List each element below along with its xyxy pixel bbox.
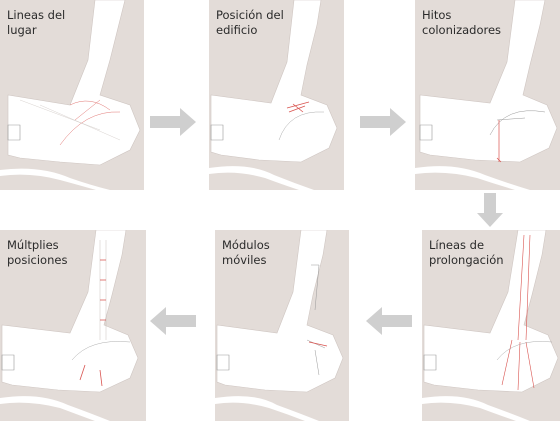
panel-title: Lineas del lugar	[7, 8, 66, 37]
arrow-left-icon	[366, 307, 412, 335]
panel-title: Hitos colonizadores	[422, 8, 502, 37]
panel-modulos-moviles: Módulos móviles	[215, 230, 349, 421]
arrow-right-icon	[150, 108, 196, 136]
arrow-down-icon	[477, 193, 503, 227]
panel-title: Líneas de prolongación	[429, 238, 504, 267]
site-map-multiples	[0, 230, 139, 421]
panel-lineas-del-lugar: Lineas del lugar	[0, 0, 144, 190]
site-map-prolongacion	[422, 230, 559, 421]
site-map-modulos	[215, 230, 344, 421]
panel-title: Posición del edificio	[216, 8, 284, 37]
panel-posicion-del-edificio: Posición del edificio	[209, 0, 344, 190]
site-map-hitos	[415, 0, 558, 190]
panel-multiples-posiciones: Múltplies posiciones	[0, 230, 146, 421]
panel-lineas-de-prolongacion: Líneas de prolongación	[422, 230, 560, 421]
panel-hitos-colonizadores: Hitos colonizadores	[415, 0, 560, 190]
panel-title: Múltplies posiciones	[7, 238, 68, 267]
panel-title: Módulos móviles	[222, 238, 270, 267]
arrow-left-icon	[150, 307, 196, 335]
arrow-right-icon	[360, 108, 406, 136]
site-map-lineas	[0, 0, 141, 190]
site-map-posicion	[209, 0, 338, 190]
